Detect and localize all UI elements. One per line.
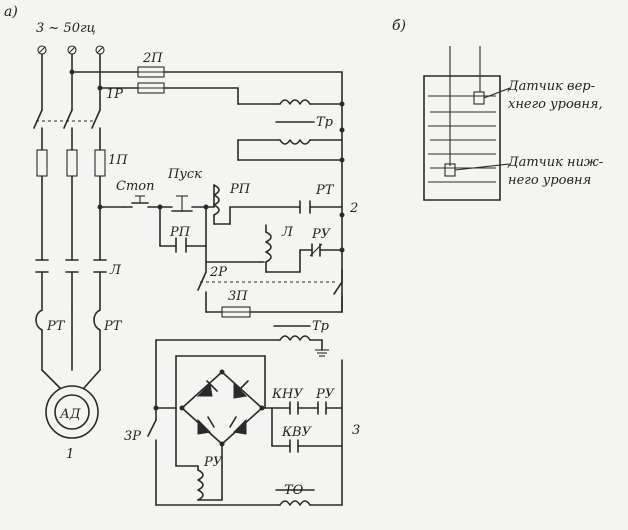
contact-knu-label: КНУ [271, 387, 304, 402]
fuse-1p-label: 1П [108, 153, 128, 168]
contact-ru-label: РУ [315, 387, 336, 402]
rp-contact-label: РП [169, 225, 191, 240]
fuse-1p [36, 149, 106, 261]
relay-ru-coil [175, 407, 223, 501]
switch-1r-label: 1Р [106, 87, 123, 102]
fuse-2p [137, 66, 165, 94]
supply-terminals [37, 45, 105, 55]
start-button [159, 195, 207, 212]
transformer-tr-bottom [155, 325, 329, 357]
thermal-rt-label: РТ [315, 183, 335, 198]
upper-sensor-label-1: Датчик вер- [507, 79, 595, 94]
power-lines [41, 53, 139, 111]
part-label-b: б) [392, 18, 406, 34]
contact-kvu [271, 407, 343, 453]
lower-sensor-label-1: Датчик ниж- [507, 155, 603, 170]
coil-l-label: Л [281, 225, 294, 240]
relay-ru-label: РУ [311, 227, 332, 242]
contactor-l-coil [205, 224, 301, 273]
thermal-heaters [35, 309, 101, 389]
contact-knu [271, 401, 319, 415]
transformer-tr2-label: Тр [312, 319, 330, 334]
diode-bridge [175, 355, 273, 467]
rp-hold-contact [157, 204, 209, 253]
motor-label: АД [59, 407, 81, 422]
stop-label: Стоп [116, 179, 154, 194]
motor-ad [45, 385, 99, 439]
coil-ru-label: РУ [203, 455, 224, 470]
switch-2r [197, 261, 343, 313]
upper-sensor-label-2: хнего уровня, [508, 97, 603, 112]
switch-2r-label: 2Р [209, 265, 227, 280]
contact-kvu-label: КВУ [281, 425, 313, 440]
heater-rt-right-label: РТ [103, 319, 123, 334]
tank [423, 46, 511, 201]
upper-sensor [473, 91, 485, 105]
stop-button [123, 195, 161, 208]
node-2-label: 2 [349, 201, 358, 216]
transformer-tr-top [237, 99, 343, 161]
transformer-tr-label: Тр [316, 115, 334, 130]
motor-number: 1 [66, 447, 74, 462]
thermal-rt-contact [229, 200, 343, 225]
relay-rp-label: РП [229, 182, 251, 197]
supply-label: 3 ~ 50гц [36, 21, 96, 36]
part-label-a: а) [4, 4, 18, 20]
fuse-3p-label: 3П [228, 289, 248, 304]
lower-sensor-label-2: него уровня [508, 173, 591, 188]
switch-3r-label: 3Р [124, 429, 141, 444]
transformer-to-label: ТО [284, 483, 304, 498]
heater-rt-left-label: РТ [46, 319, 66, 334]
relay-rp-coil [205, 184, 231, 225]
fuse-3p [221, 306, 343, 318]
contactor-l [35, 259, 107, 311]
switch-1r [33, 109, 101, 151]
node-3-label: 3 [352, 423, 360, 438]
circuit-3-frame [147, 339, 343, 506]
contact-ru [317, 401, 343, 415]
start-label: Пуск [167, 167, 202, 182]
contactor-l-label: Л [109, 263, 122, 278]
relay-ru-contact [299, 243, 343, 273]
fuse-2p-label: 2П [142, 51, 163, 66]
